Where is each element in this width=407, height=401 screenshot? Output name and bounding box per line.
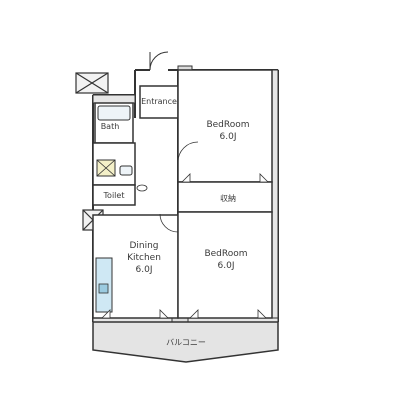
dining-kitchen: Dining Kitchen 6.0J (92, 214, 179, 319)
balcony-window-right (257, 309, 267, 319)
bedroom-north-size: 6.0J (220, 132, 237, 142)
toilet-label: Toilet (103, 191, 125, 200)
balcony-window-left (189, 309, 199, 319)
entrance-label: Entrance (141, 97, 177, 106)
sink (119, 165, 133, 176)
balcony: バルコニー (92, 321, 279, 363)
bath: Bath (94, 102, 134, 144)
stove-burner (98, 283, 109, 294)
entrance-door (149, 51, 169, 71)
bedroom-north-door (177, 141, 199, 163)
dining-kitchen-label-line1: Dining (129, 241, 158, 251)
bedroom-north: BedRoom 6.0J (177, 69, 273, 183)
entrance: Entrance (139, 51, 179, 119)
bath-label: Bath (101, 122, 120, 131)
bedroom-south-door (159, 213, 179, 233)
kitchen-window-left (101, 309, 111, 319)
toilet-fixture (136, 184, 148, 192)
bedroom-south-size: 6.0J (218, 261, 235, 271)
storage-door-left (181, 173, 191, 183)
storage-door-right (259, 173, 269, 183)
washing-area (92, 142, 136, 186)
kitchen-window-right (159, 309, 169, 319)
bedroom-south-label: BedRoom (204, 249, 247, 259)
bathtub (97, 105, 131, 121)
balcony-label: バルコニー (166, 338, 206, 347)
vent-box-top (75, 72, 109, 94)
dining-kitchen-size: 6.0J (136, 265, 153, 275)
dining-kitchen-label-line2: Kitchen (127, 253, 161, 263)
bedroom-south: BedRoom 6.0J (101, 211, 273, 319)
toilet-room: Toilet (92, 184, 148, 206)
bedroom-north-label: BedRoom (206, 120, 249, 130)
storage: 収納 (177, 173, 273, 213)
storage-label: 収納 (220, 193, 236, 203)
